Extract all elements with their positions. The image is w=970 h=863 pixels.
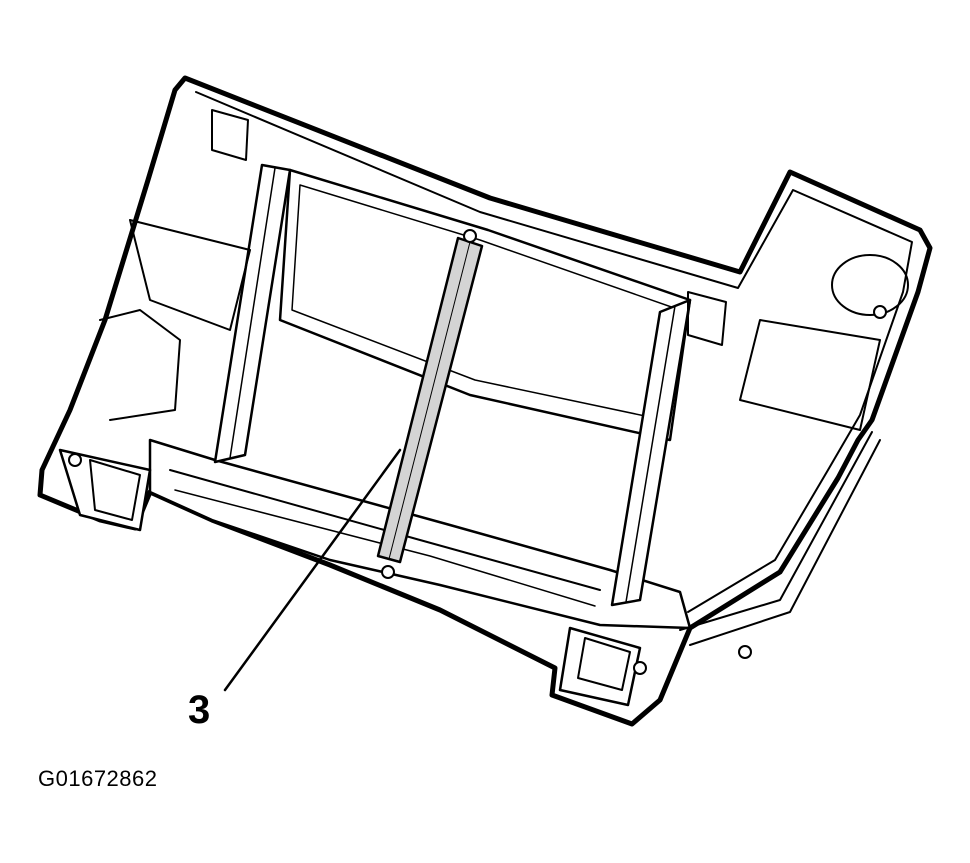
left-pillar-edge — [229, 167, 276, 459]
fastener-right-top — [873, 305, 887, 319]
right-flange — [679, 431, 873, 631]
strip-fastener-top — [463, 229, 477, 243]
figure-id: G01672862 — [38, 766, 158, 791]
right-pillar-edge — [625, 305, 676, 603]
fastener-left — [68, 453, 82, 467]
housing-inner-rim — [195, 91, 913, 613]
left-mount-block-inner — [89, 459, 141, 521]
right-recess — [831, 254, 909, 316]
top-tab-left — [211, 109, 249, 161]
back-wall-panel — [278, 168, 692, 442]
fastener-right-mount — [633, 661, 647, 675]
left-compartment — [129, 219, 251, 331]
callout-3-leader — [223, 448, 402, 692]
right-mount-block-inner — [577, 637, 631, 691]
left-mount-block — [58, 448, 152, 532]
seal-strip-edge — [388, 241, 471, 560]
callout-number-3: 3 — [188, 688, 211, 732]
strip-fastener-bottom — [381, 565, 395, 579]
front-ledge — [169, 469, 601, 591]
fastener-right-low — [738, 645, 752, 659]
right-flange-2 — [689, 439, 881, 646]
top-tab-right — [687, 291, 727, 346]
right-mount-block — [558, 626, 642, 707]
left-compartment-rib — [99, 309, 181, 421]
front-ledge-2 — [174, 489, 596, 607]
right-compartment — [739, 319, 881, 431]
housing-outline — [37, 75, 933, 727]
